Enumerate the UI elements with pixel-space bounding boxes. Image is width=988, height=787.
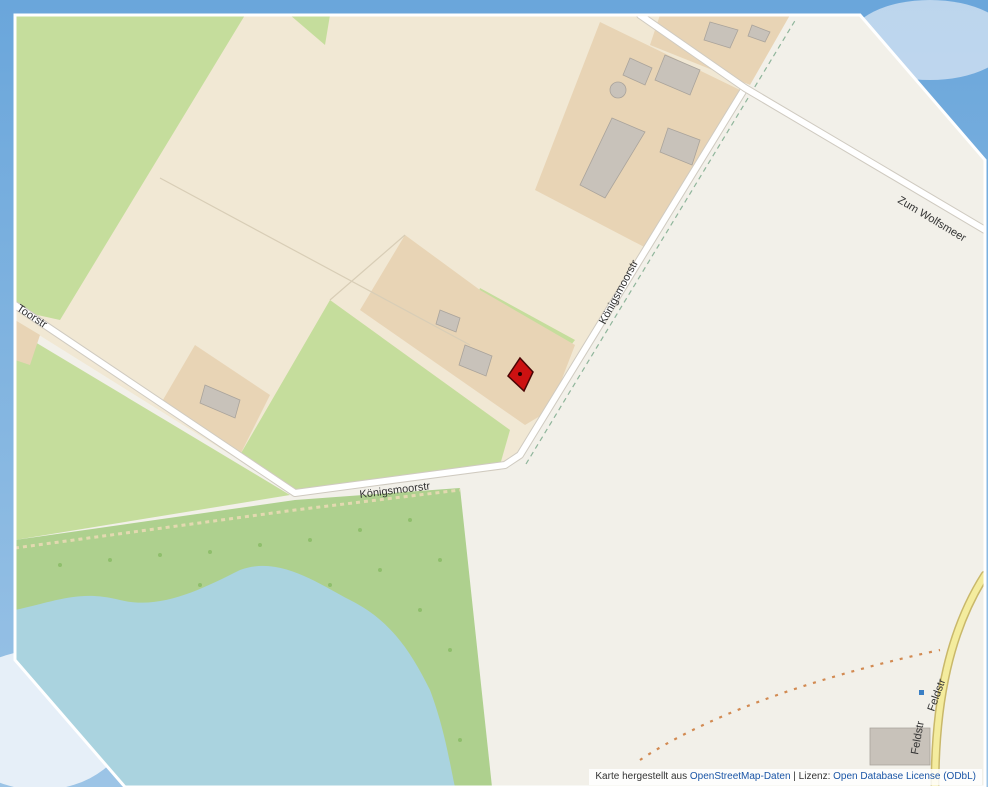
roads [15,15,985,787]
field-boundary [159,177,471,346]
street-label-feldstr: Feldstr [909,720,927,756]
meadow-area [15,330,290,540]
map-pin-icon[interactable] [507,356,534,393]
license-link[interactable]: Open Database License (ODbL) [833,771,976,782]
meadow-area [240,300,510,490]
attribution-prefix: Karte hergestellt aus [595,771,688,782]
map-viewport-border [13,13,987,787]
bus-stop-icon [919,690,924,695]
map-attribution: Karte hergestellt aus OpenStreetMap-Date… [589,769,982,785]
buildings [199,21,931,766]
meadow-area [15,15,245,320]
attribution-separator: | Lizenz: [790,771,831,782]
lake [15,565,455,787]
residential-area [15,320,40,365]
osm-data-link[interactable]: OpenStreetMap-Daten [689,771,791,782]
meadow-area [290,15,330,45]
field-boundary [329,234,406,301]
forest-track [15,488,461,550]
